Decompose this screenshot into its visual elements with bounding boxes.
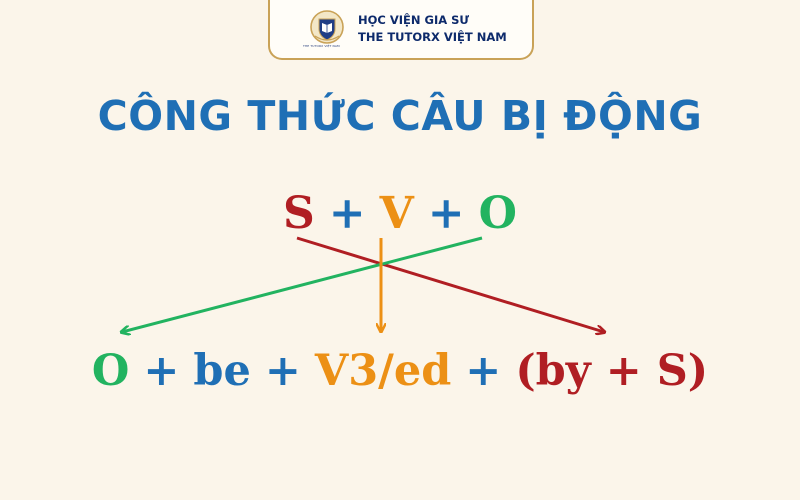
passive-be: be: [193, 346, 251, 396]
active-formula: S + V + O: [0, 188, 800, 239]
active-plus-2: +: [427, 188, 465, 239]
passive-by-subject: (by + S): [515, 346, 709, 396]
active-object: O: [478, 188, 517, 239]
brand-name: HỌC VIỆN GIA SƯ THE TUTORX VIỆT NAM: [358, 12, 507, 46]
passive-formula: O + be + V3/ed + (by + S): [0, 346, 800, 396]
brand-line-2: THE TUTORX VIỆT NAM: [358, 30, 507, 44]
shield-book-emblem-icon: [310, 10, 344, 44]
passive-plus-2: +: [264, 346, 301, 396]
subject-arrow: [296, 236, 604, 332]
passive-plus-1: +: [143, 346, 180, 396]
page-title: CÔNG THỨC CÂU BỊ ĐỘNG: [97, 92, 703, 140]
passive-plus-3: +: [465, 346, 502, 396]
passive-object: O: [91, 346, 130, 396]
brand-header: THE TUTORX VIỆT NAM HỌC VIỆN GIA SƯ THE …: [268, 0, 534, 60]
object-arrow: [122, 236, 483, 332]
passive-verb-v3: V3/ed: [314, 346, 452, 396]
logo-caption: THE TUTORX VIỆT NAM: [303, 44, 340, 48]
brand-line-1: HỌC VIỆN GIA SƯ: [358, 13, 470, 27]
active-plus-1: +: [328, 188, 366, 239]
active-subject: S: [283, 188, 315, 239]
active-verb: V: [379, 188, 414, 239]
